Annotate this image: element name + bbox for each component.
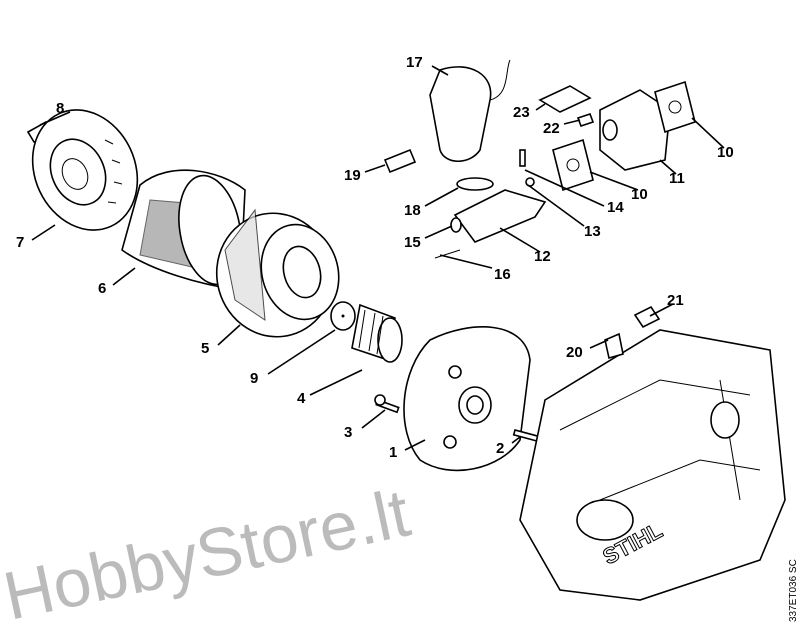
part-10-gasket-b: [552, 138, 594, 192]
label-14: 14: [607, 199, 624, 216]
part-7-filter-cover: [31, 109, 139, 231]
part-17-intake: [429, 59, 511, 163]
label-8: 8: [56, 100, 64, 117]
label-3: 3: [344, 424, 352, 441]
part-3-screw: [374, 394, 400, 414]
part-6-prefilter: [121, 169, 246, 291]
part-11-carburetor: [599, 89, 671, 171]
label-20: 20: [566, 344, 583, 361]
part-1-shroud: [403, 326, 531, 472]
label-12: 12: [534, 248, 551, 265]
label-22: 22: [543, 120, 560, 137]
label-11: 11: [669, 170, 685, 187]
label-16: 16: [494, 266, 511, 283]
part-22: [576, 112, 595, 128]
leader-lines: [31, 65, 725, 451]
label-9: 9: [250, 370, 258, 387]
part-13-screw: [519, 149, 526, 167]
label-10a: 10: [717, 144, 734, 161]
crankcase-housing: STIHL: [519, 329, 786, 601]
label-15: 15: [404, 234, 421, 251]
label-1: 1: [389, 444, 397, 461]
label-13: 13: [584, 223, 601, 240]
part-20: [604, 332, 624, 360]
label-4: 4: [297, 390, 306, 407]
label-23: 23: [513, 104, 530, 121]
part-15: [450, 217, 462, 233]
label-10b: 10: [631, 186, 648, 203]
label-2: 2: [496, 440, 504, 457]
part-9-disc: [330, 301, 356, 331]
part-18-clamp: [456, 177, 494, 191]
part-14-ring: [525, 177, 535, 187]
watermark: HobbyStore.lt: [0, 475, 416, 630]
label-21: 21: [667, 292, 684, 309]
part-10-gasket-a: [654, 80, 696, 134]
part-23: [538, 85, 592, 113]
part-19-clip: [383, 148, 417, 174]
part-number-labels: 8 7 6 5 9 4 3 1 2 17 19 18 15 16 12 13 1…: [16, 54, 734, 461]
part-12-manifold: [453, 189, 547, 243]
label-18: 18: [404, 202, 421, 219]
drawing-code: 337ET036 SC: [788, 559, 799, 622]
label-6: 6: [98, 280, 106, 297]
part-5-air-filter: [215, 208, 340, 338]
label-5: 5: [201, 340, 209, 357]
label-19: 19: [344, 167, 361, 184]
label-7: 7: [16, 234, 24, 251]
part-4-filter-cage: [351, 303, 403, 363]
part-16: [434, 249, 461, 259]
label-17: 17: [406, 54, 423, 71]
part-21: [633, 305, 661, 329]
